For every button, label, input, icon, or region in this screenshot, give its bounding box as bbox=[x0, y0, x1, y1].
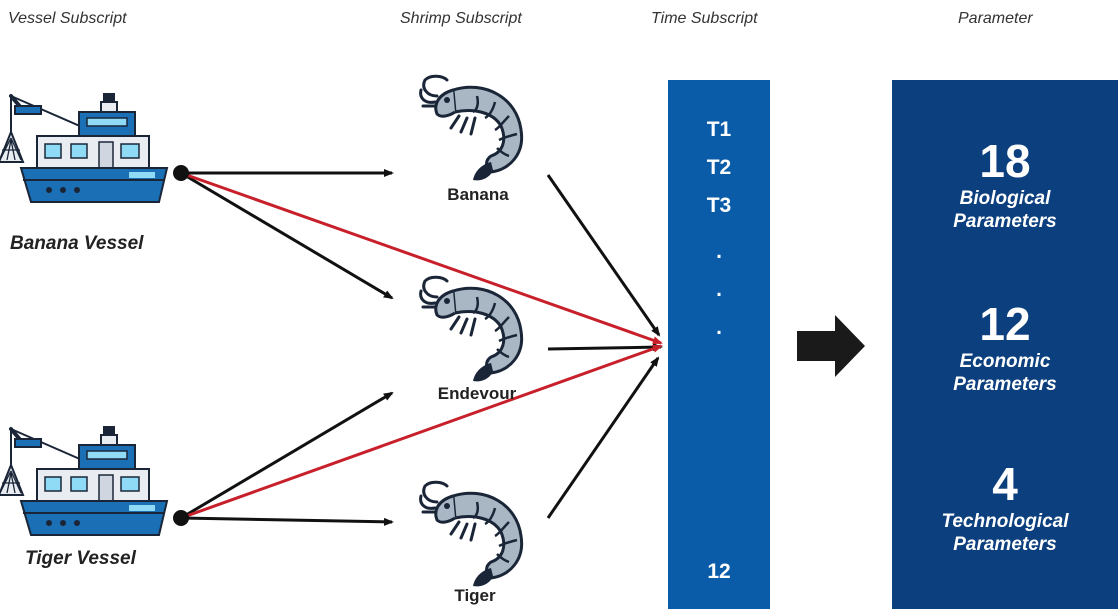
time-step-t2: T2 bbox=[706, 156, 732, 179]
time-ellipsis-dot: . bbox=[716, 240, 722, 263]
biological-parameter-label: Biological bbox=[959, 188, 1051, 209]
time-step-t1: T1 bbox=[706, 118, 732, 141]
shrimp-icon bbox=[419, 275, 524, 383]
arrow-endevour-to-time bbox=[547, 343, 663, 352]
technological-parameter-count: 4 bbox=[992, 458, 1018, 510]
header-time-subscript: Time Subscript bbox=[651, 10, 758, 27]
time-step-last: 12 bbox=[707, 560, 731, 583]
arrow-tiger-to-time bbox=[546, 356, 660, 519]
header-parameter: Parameter bbox=[958, 10, 1033, 27]
arrow-tiger-vessel-to-endevour bbox=[180, 391, 394, 520]
black-arrow-group bbox=[180, 169, 663, 526]
arrow-tiger-vessel-to-tiger bbox=[180, 516, 394, 526]
shrimp-label-endevour: Endevour bbox=[437, 384, 517, 403]
time-ellipsis-dot: . bbox=[716, 278, 722, 301]
fishing-boat-icon bbox=[0, 91, 169, 204]
banana-vessel-node bbox=[173, 165, 189, 181]
vessel-label-tiger: Tiger Vessel bbox=[25, 548, 136, 569]
economic-parameter-count: 12 bbox=[979, 298, 1031, 350]
shrimp-label-tiger: Tiger bbox=[454, 586, 496, 605]
economic-parameter-label: Economic bbox=[959, 351, 1051, 372]
header-shrimp-subscript: Shrimp Subscript bbox=[400, 10, 522, 27]
time-subscript-column: T1 T2 T3 . . . 12 bbox=[668, 80, 770, 609]
technological-parameter-label: Technological bbox=[941, 511, 1069, 532]
biological-parameter-count: 18 bbox=[979, 135, 1031, 187]
red-arrow-tiger-vessel-to-time bbox=[180, 344, 663, 520]
shrimp-icon bbox=[419, 74, 524, 182]
economic-parameter-label: Parameters bbox=[953, 374, 1057, 395]
shrimp-label-banana: Banana bbox=[447, 185, 509, 204]
red-arrow-banana-vessel-to-time bbox=[180, 171, 663, 345]
header-vessel-subscript: Vessel Subscript bbox=[8, 10, 127, 27]
right-arrow-icon bbox=[797, 315, 865, 377]
technological-parameter-label: Parameters bbox=[953, 534, 1057, 555]
biological-parameter-label: Parameters bbox=[953, 211, 1057, 232]
arrow-banana-to-time bbox=[546, 174, 661, 337]
time-ellipsis-dot: . bbox=[716, 316, 722, 339]
parameter-column: 18 Biological Parameters 12 Economic Par… bbox=[892, 80, 1118, 609]
red-arrow-group bbox=[180, 171, 663, 520]
vessel-label-banana: Banana Vessel bbox=[10, 233, 144, 254]
tiger-vessel-node bbox=[173, 510, 189, 526]
shrimp-icon bbox=[419, 480, 524, 588]
arrow-banana-vessel-to-endevour bbox=[180, 171, 394, 300]
time-step-t3: T3 bbox=[706, 194, 732, 217]
fishing-boat-icon bbox=[0, 424, 169, 537]
